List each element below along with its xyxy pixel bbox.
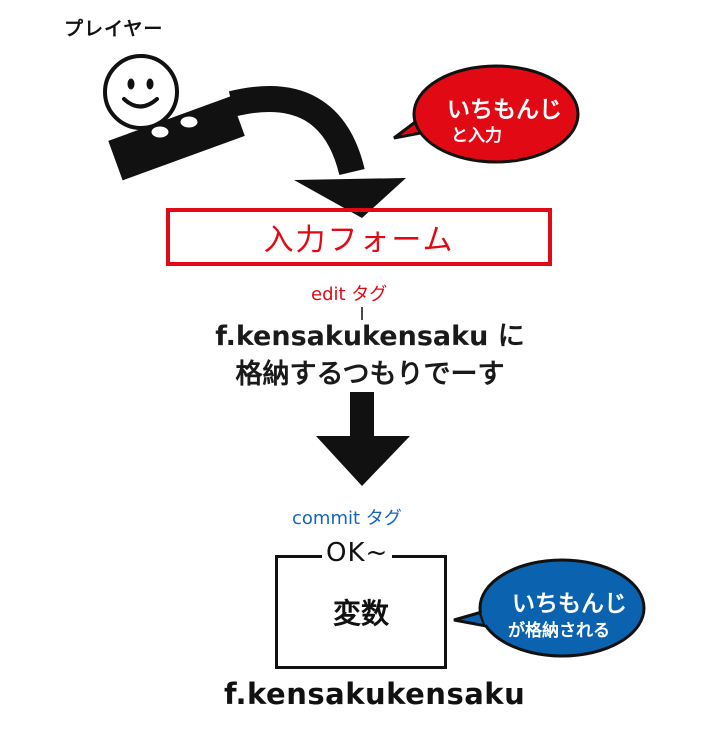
bubble-top-line1: いちもんじ bbox=[447, 97, 562, 123]
description: f.kensakukensaku に 格納するつもりでーす bbox=[150, 318, 590, 394]
variable-label: 変数 bbox=[332, 597, 389, 630]
ok-label: OK~ bbox=[322, 538, 393, 568]
curved-arrow-icon bbox=[228, 86, 406, 218]
variable-name: f.kensakukensaku bbox=[224, 677, 526, 711]
down-arrow-icon bbox=[316, 392, 410, 486]
variable-box: 変数 bbox=[275, 555, 447, 669]
input-form-box: 入力フォーム bbox=[166, 208, 552, 266]
speech-bubble-top bbox=[393, 64, 580, 164]
input-form-label: 入力フォーム bbox=[263, 223, 455, 258]
player-icon bbox=[103, 54, 245, 181]
speech-bubble-bottom bbox=[453, 558, 646, 658]
bubble-top-line2: と入力 bbox=[451, 126, 502, 146]
bubble-bottom-line2: が格納される bbox=[508, 621, 610, 641]
commit-tag-label: commit タグ bbox=[292, 508, 402, 529]
player-label: プレイヤー bbox=[64, 18, 164, 40]
edit-tag-label: edit タグ bbox=[311, 284, 388, 305]
description-line2: 格納するつもりでーす bbox=[235, 359, 505, 390]
description-line1: f.kensakukensaku に bbox=[215, 321, 525, 352]
bubble-bottom-line1: いちもんじ bbox=[512, 591, 627, 617]
